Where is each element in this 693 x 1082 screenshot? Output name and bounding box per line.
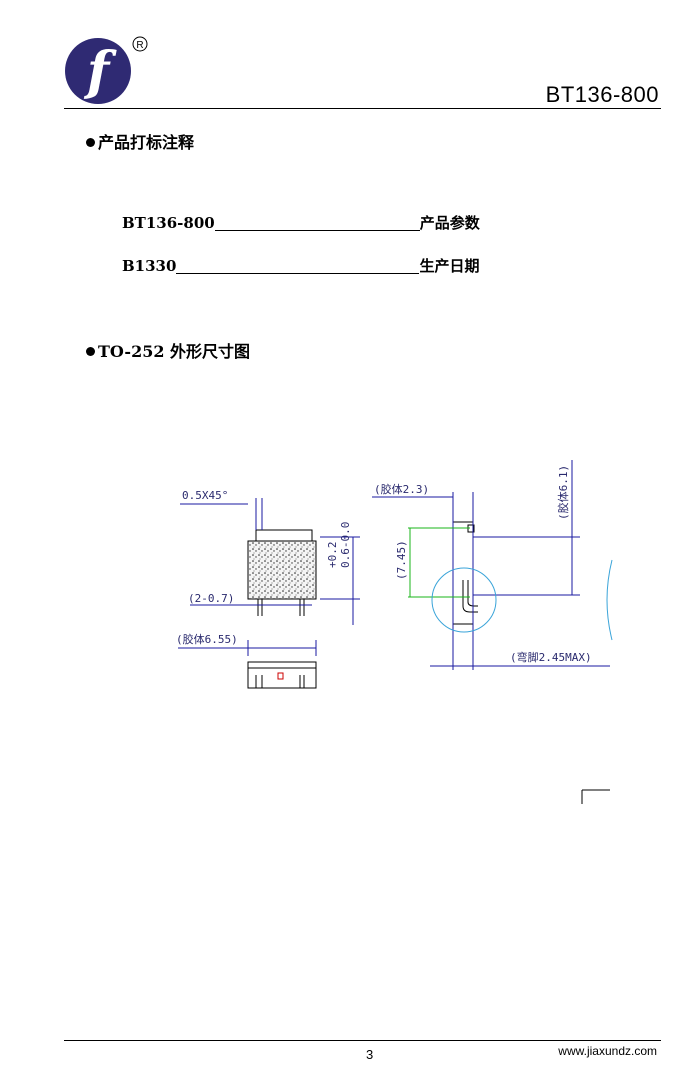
footer-divider [64,1040,661,1041]
bottom-view [247,661,317,689]
bullet-icon [86,138,95,147]
bend-label: (弯脚2.45MAX) [510,650,592,664]
document-model-number: BT136-800 [545,82,659,107]
marking-row-date: B1330 生产日期 [122,255,479,276]
marking-section-title: 产品打标注释 [86,129,194,153]
marking-meaning: 产品参数 [419,214,480,232]
marking-code: B1330 [122,257,177,275]
marking-row-model: BT136-800 产品参数 [122,212,480,233]
thickness-tolerance-label: +0.2 [326,542,339,569]
thickness-label: 0.6-0.0 [339,522,352,568]
package-section-title: TO-252 外形尺寸图 [86,338,250,362]
chamfer-label: 0.5X45° [182,489,228,502]
lead-pitch-label: (2-0.7) [188,592,234,605]
title-block-fragment [581,789,610,804]
detail-circle-partial [606,559,613,641]
side-dimension-lines [372,460,610,670]
to252-outline-drawing: 0.5X45° +0.2 0.6-0.0 (2-0.7) (胶体6.55) (胶… [176,460,613,804]
body-thickness-label: (胶体2.3) [374,482,429,496]
front-view [247,529,317,616]
page-number: 3 [366,1047,374,1062]
leader-line [214,216,420,231]
registered-mark: R [136,40,143,51]
header-divider [64,108,661,109]
marking-code: BT136-800 [122,214,215,232]
lead-dimension-label: (7.45) [395,540,408,580]
company-logo: f R [65,36,148,104]
detail-circle [431,567,497,633]
front-dimension-lines [178,498,360,656]
body-height-label: (胶体6.1) [556,465,570,520]
website-link[interactable]: www.jiaxundz.com [558,1044,657,1058]
marking-meaning: 生产日期 [419,257,480,275]
body-width-label: (胶体6.55) [176,632,238,646]
green-dimension-lines [408,527,470,598]
bullet-icon [86,347,95,356]
leader-line [176,259,420,274]
